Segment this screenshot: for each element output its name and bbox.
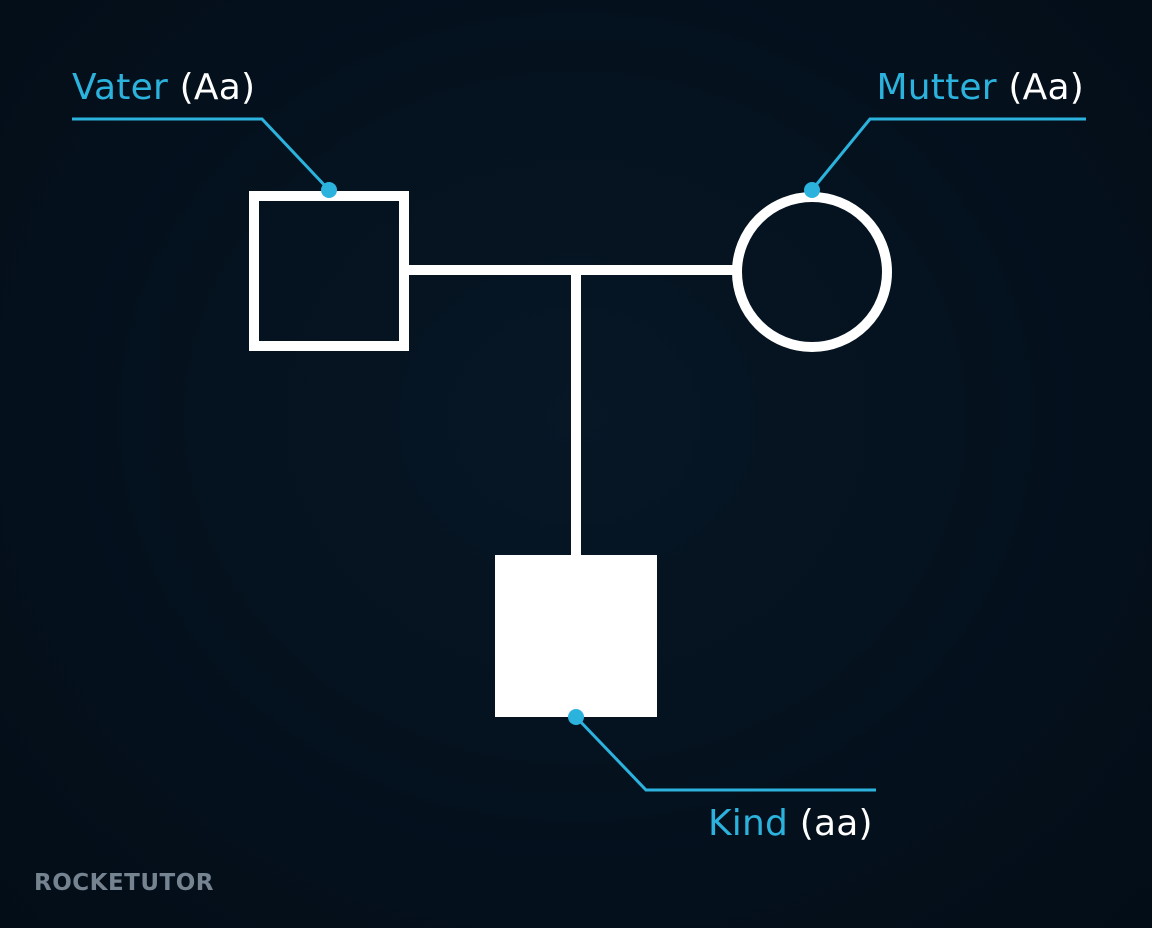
father-symbol	[249, 191, 409, 351]
mother-leader-dot	[804, 182, 820, 198]
mother-name: Mutter	[876, 67, 997, 108]
mother-symbol	[732, 192, 892, 352]
child-label: Kind (aa)	[708, 806, 873, 842]
child-leader-line	[574, 715, 876, 792]
father-label: Vater (Aa)	[72, 70, 255, 106]
father-leader-line	[72, 117, 331, 192]
mother-genotype: (Aa)	[1008, 67, 1084, 108]
child-genotype: (aa)	[799, 803, 873, 844]
child-name: Kind	[708, 803, 789, 844]
mother-label: Mutter (Aa)	[877, 70, 1085, 106]
father-genotype: (Aa)	[179, 67, 256, 108]
child-symbol	[495, 555, 657, 717]
father-name: Vater	[72, 67, 168, 108]
brand-logo: ROCKETUTOR	[34, 870, 214, 896]
child-leader-dot	[568, 709, 584, 725]
mother-leader-line	[810, 117, 1086, 191]
father-leader-dot	[321, 182, 337, 198]
